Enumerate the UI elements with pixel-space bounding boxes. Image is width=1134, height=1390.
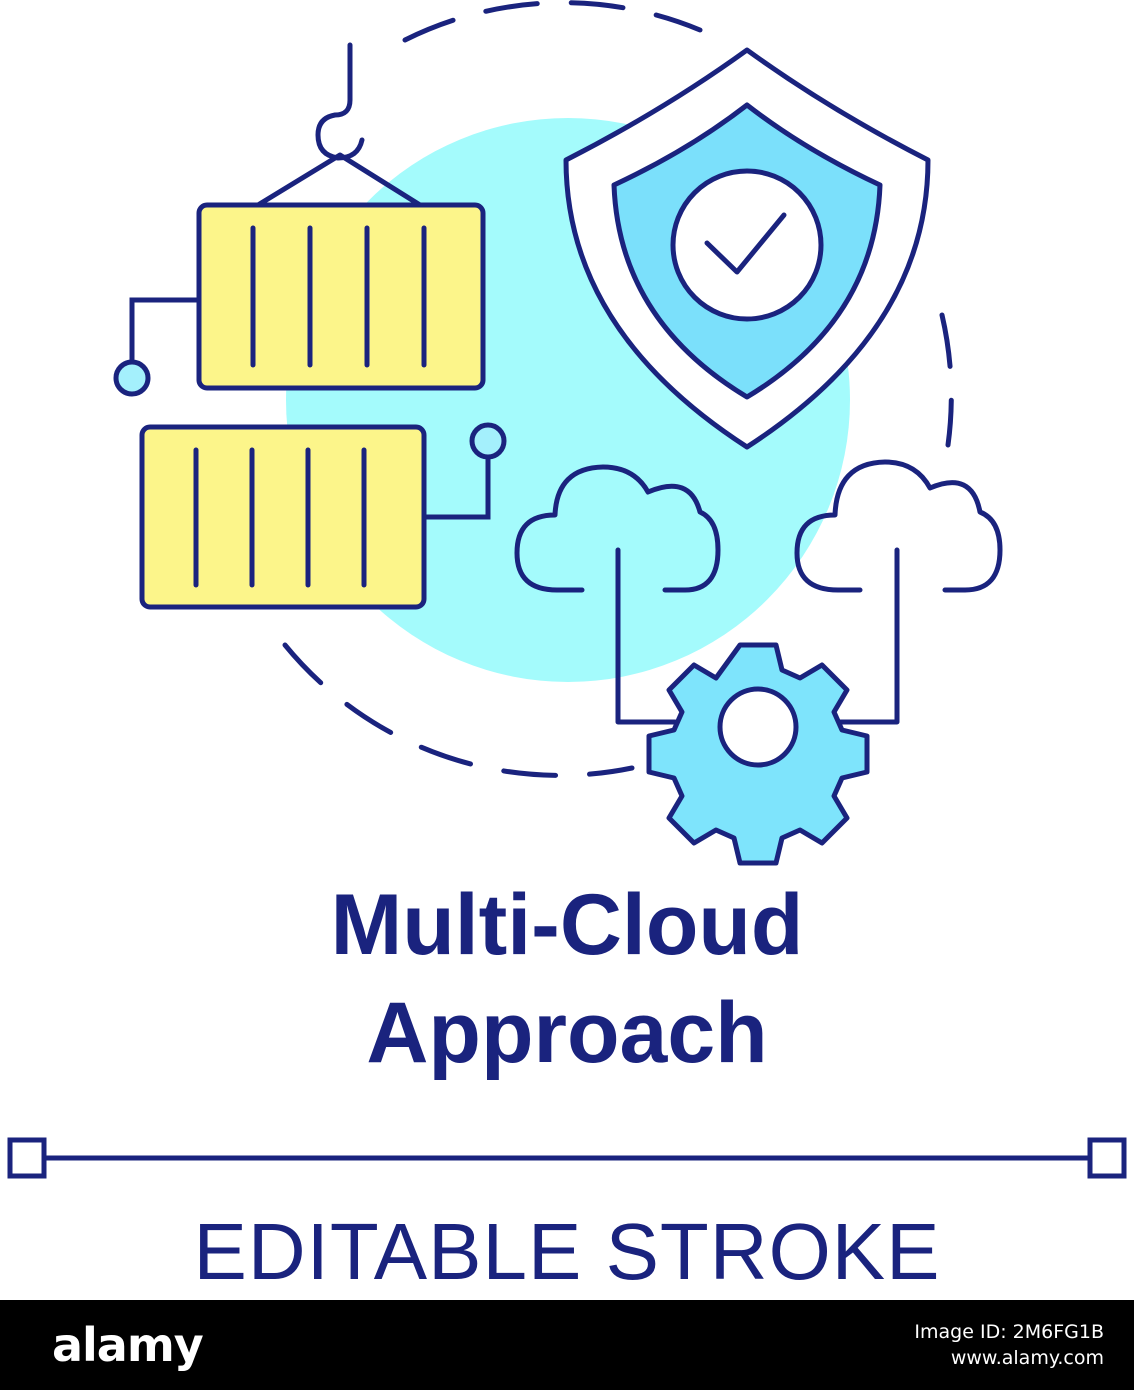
cloud-upload-icon-left	[514, 464, 721, 725]
multi-cloud-illustration	[7, 0, 1127, 1179]
editable-stroke-label: EDITABLE STROKE	[193, 1207, 941, 1296]
cloud-upload-icon-right	[794, 459, 1003, 725]
alamy-logo: alamy	[52, 1318, 204, 1372]
dashed-orbit	[282, 0, 954, 778]
hook-icon	[255, 42, 423, 208]
site-url: www.alamy.com	[950, 1346, 1104, 1369]
editable-stroke-line	[7, 1137, 1127, 1179]
title-line-1: Multi-Cloud	[330, 877, 804, 973]
gear-icon	[646, 642, 870, 866]
cargo-container-bottom	[139, 422, 507, 610]
image-id: Image ID: 2M6FG1B	[914, 1321, 1104, 1343]
cargo-container-top	[113, 202, 486, 397]
image-info: Image ID: 2M6FG1B www.alamy.com	[914, 1320, 1104, 1371]
watermark-footer: alamy Image ID: 2M6FG1B www.alamy.com	[0, 1300, 1134, 1390]
shield-check-icon	[563, 47, 931, 450]
title-line-2: Approach	[366, 985, 768, 1081]
